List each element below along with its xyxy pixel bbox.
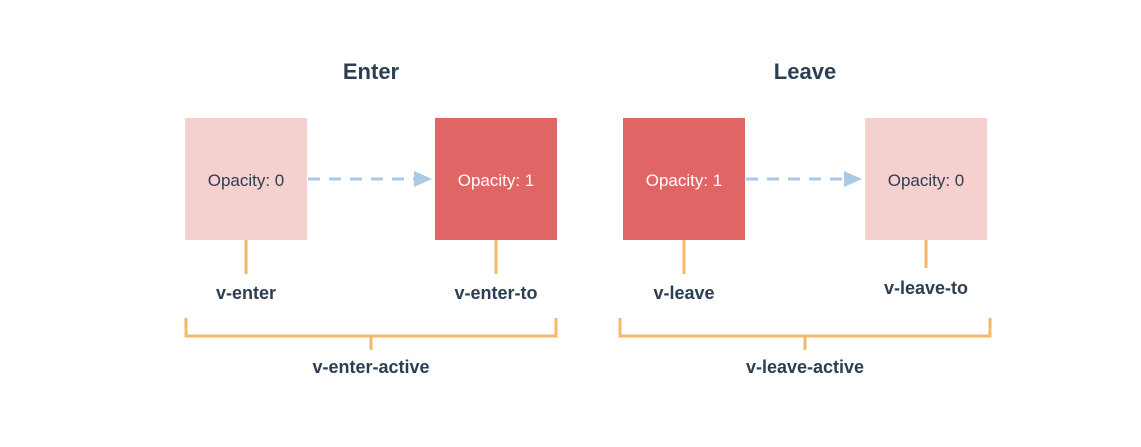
enter-arrow-head — [414, 171, 432, 187]
leave-from-box — [623, 118, 745, 240]
enter-active-bracket — [184, 318, 558, 338]
leave-to-box-label: Opacity: 0 — [888, 171, 965, 190]
leave-title: Leave — [774, 59, 836, 84]
leave-arrow-head — [844, 171, 862, 187]
leave-active-bracket — [618, 318, 992, 338]
leave-from-box-label: Opacity: 1 — [646, 171, 723, 190]
enter-to-box-label: Opacity: 1 — [458, 171, 535, 190]
v-enter-to-label: v-enter-to — [454, 283, 537, 303]
v-enter-label: v-enter — [216, 283, 276, 303]
v-leave-to-label: v-leave-to — [884, 278, 968, 298]
enter-from-box — [185, 118, 307, 240]
enter-title: Enter — [343, 59, 400, 84]
v-enter-active-label: v-enter-active — [312, 357, 429, 377]
v-leave-active-label: v-leave-active — [746, 357, 864, 377]
enter-to-box — [435, 118, 557, 240]
v-leave-label: v-leave — [653, 283, 714, 303]
enter-from-box-label: Opacity: 0 — [208, 171, 285, 190]
leave-to-box — [865, 118, 987, 240]
